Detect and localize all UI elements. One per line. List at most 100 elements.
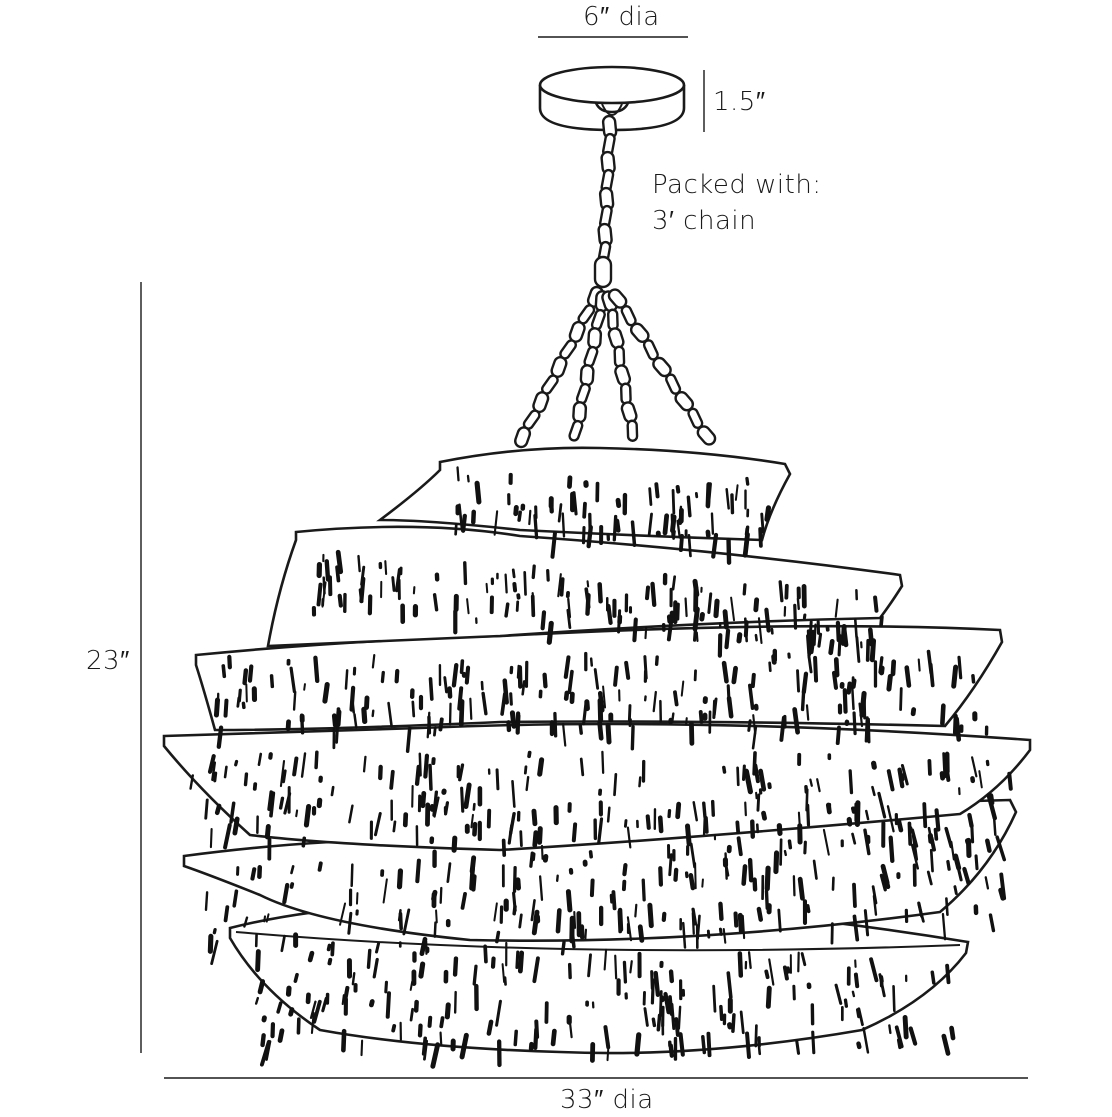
weave-strand bbox=[954, 716, 962, 742]
weave-strand bbox=[472, 964, 478, 986]
weave-strand bbox=[692, 578, 700, 598]
weave-strand bbox=[658, 990, 663, 1018]
weave-strand bbox=[360, 565, 366, 586]
weave-strand bbox=[429, 804, 435, 812]
weave-strand bbox=[617, 909, 623, 934]
weave-strand bbox=[986, 793, 998, 821]
weave-strand bbox=[651, 1017, 657, 1028]
weave-strand bbox=[418, 694, 424, 711]
weave-strand bbox=[706, 929, 711, 939]
weave-strand bbox=[458, 503, 464, 531]
chain-link bbox=[619, 382, 632, 405]
weave-strand bbox=[753, 703, 759, 711]
weave-strand bbox=[692, 617, 698, 642]
weave-strand bbox=[706, 1031, 712, 1058]
weave-strand bbox=[387, 701, 393, 728]
weave-strand bbox=[747, 951, 752, 970]
weave-strand bbox=[855, 635, 861, 663]
weave-strand bbox=[644, 585, 651, 601]
weave-strand bbox=[888, 1024, 892, 1035]
weave-strand bbox=[411, 700, 416, 718]
weave-strand bbox=[926, 870, 933, 886]
weave-strand bbox=[353, 983, 358, 993]
weave-strand bbox=[512, 581, 518, 593]
weave-strand bbox=[509, 665, 514, 675]
weave-strand bbox=[453, 990, 457, 1014]
weave-strand bbox=[789, 954, 792, 974]
weave-strand bbox=[207, 754, 216, 774]
weave-strand bbox=[508, 811, 516, 835]
weave-strand bbox=[755, 791, 758, 800]
weave-strand bbox=[367, 594, 373, 616]
weave-strand bbox=[501, 838, 507, 857]
weave-strand bbox=[384, 560, 388, 576]
weave-strand bbox=[589, 878, 595, 898]
weave-strand bbox=[339, 902, 347, 926]
weave-strand bbox=[737, 951, 744, 978]
weave-strand bbox=[670, 514, 677, 534]
weave-strand bbox=[792, 707, 800, 735]
weave-strand bbox=[813, 623, 817, 646]
weave-strand bbox=[613, 665, 619, 687]
weave-strand bbox=[879, 873, 887, 892]
weave-strand bbox=[480, 680, 484, 691]
weave-strand bbox=[489, 595, 494, 615]
weave-strand bbox=[695, 631, 699, 642]
weave-strand bbox=[797, 752, 802, 767]
weave-strand bbox=[603, 948, 608, 971]
weave-strand bbox=[748, 683, 755, 711]
chain-link bbox=[626, 419, 639, 442]
weave-strand bbox=[544, 1001, 549, 1024]
weave-strand bbox=[699, 612, 705, 622]
weave-strand bbox=[570, 927, 576, 949]
weave-strand bbox=[472, 821, 478, 837]
weave-strand bbox=[242, 668, 249, 686]
weave-strand bbox=[807, 654, 813, 674]
weave-strand bbox=[944, 751, 950, 774]
weave-strand bbox=[267, 790, 274, 812]
weave-strand bbox=[355, 909, 359, 916]
weave-strand bbox=[521, 680, 526, 696]
weave-strand bbox=[758, 788, 763, 795]
chain-link bbox=[620, 401, 638, 424]
weave-strand bbox=[944, 826, 953, 849]
weave-strand bbox=[353, 713, 358, 729]
weave-strand bbox=[643, 655, 648, 680]
weave-strand bbox=[684, 871, 689, 879]
weave-strand bbox=[679, 918, 682, 931]
weave-strand bbox=[736, 632, 743, 644]
weave-strand bbox=[770, 627, 774, 635]
chain-link bbox=[568, 419, 584, 442]
weave-strand bbox=[582, 501, 587, 519]
weave-strand bbox=[550, 1028, 557, 1047]
shade-tiers bbox=[162, 446, 1032, 1055]
weave-strand bbox=[453, 609, 458, 635]
weave-strand bbox=[673, 867, 679, 882]
weave-strand bbox=[396, 868, 404, 890]
weave-strand bbox=[485, 582, 489, 594]
weave-strand bbox=[411, 969, 417, 986]
weave-strand bbox=[877, 791, 887, 819]
weave-strand bbox=[722, 857, 729, 868]
weave-strand bbox=[504, 573, 508, 594]
weave-strand bbox=[499, 905, 504, 924]
weave-strand bbox=[952, 676, 957, 687]
weave-strand bbox=[984, 876, 990, 890]
weave-strand bbox=[260, 1033, 266, 1048]
weave-strand bbox=[761, 874, 765, 901]
weave-strand bbox=[459, 1032, 469, 1060]
weave-strand bbox=[905, 974, 908, 983]
weave-strand bbox=[879, 976, 884, 988]
weave-strand bbox=[466, 598, 470, 615]
weave-strand bbox=[804, 784, 809, 794]
weave-strand bbox=[830, 922, 834, 945]
weave-strand bbox=[908, 1026, 918, 1046]
weave-strand bbox=[327, 957, 333, 966]
weave-strand bbox=[1007, 771, 1013, 791]
weave-strand bbox=[330, 785, 335, 797]
weave-strand bbox=[525, 775, 530, 792]
weave-strand bbox=[392, 820, 397, 833]
weave-strand bbox=[503, 898, 509, 912]
weave-strand bbox=[531, 808, 538, 827]
weave-strand bbox=[626, 916, 633, 942]
